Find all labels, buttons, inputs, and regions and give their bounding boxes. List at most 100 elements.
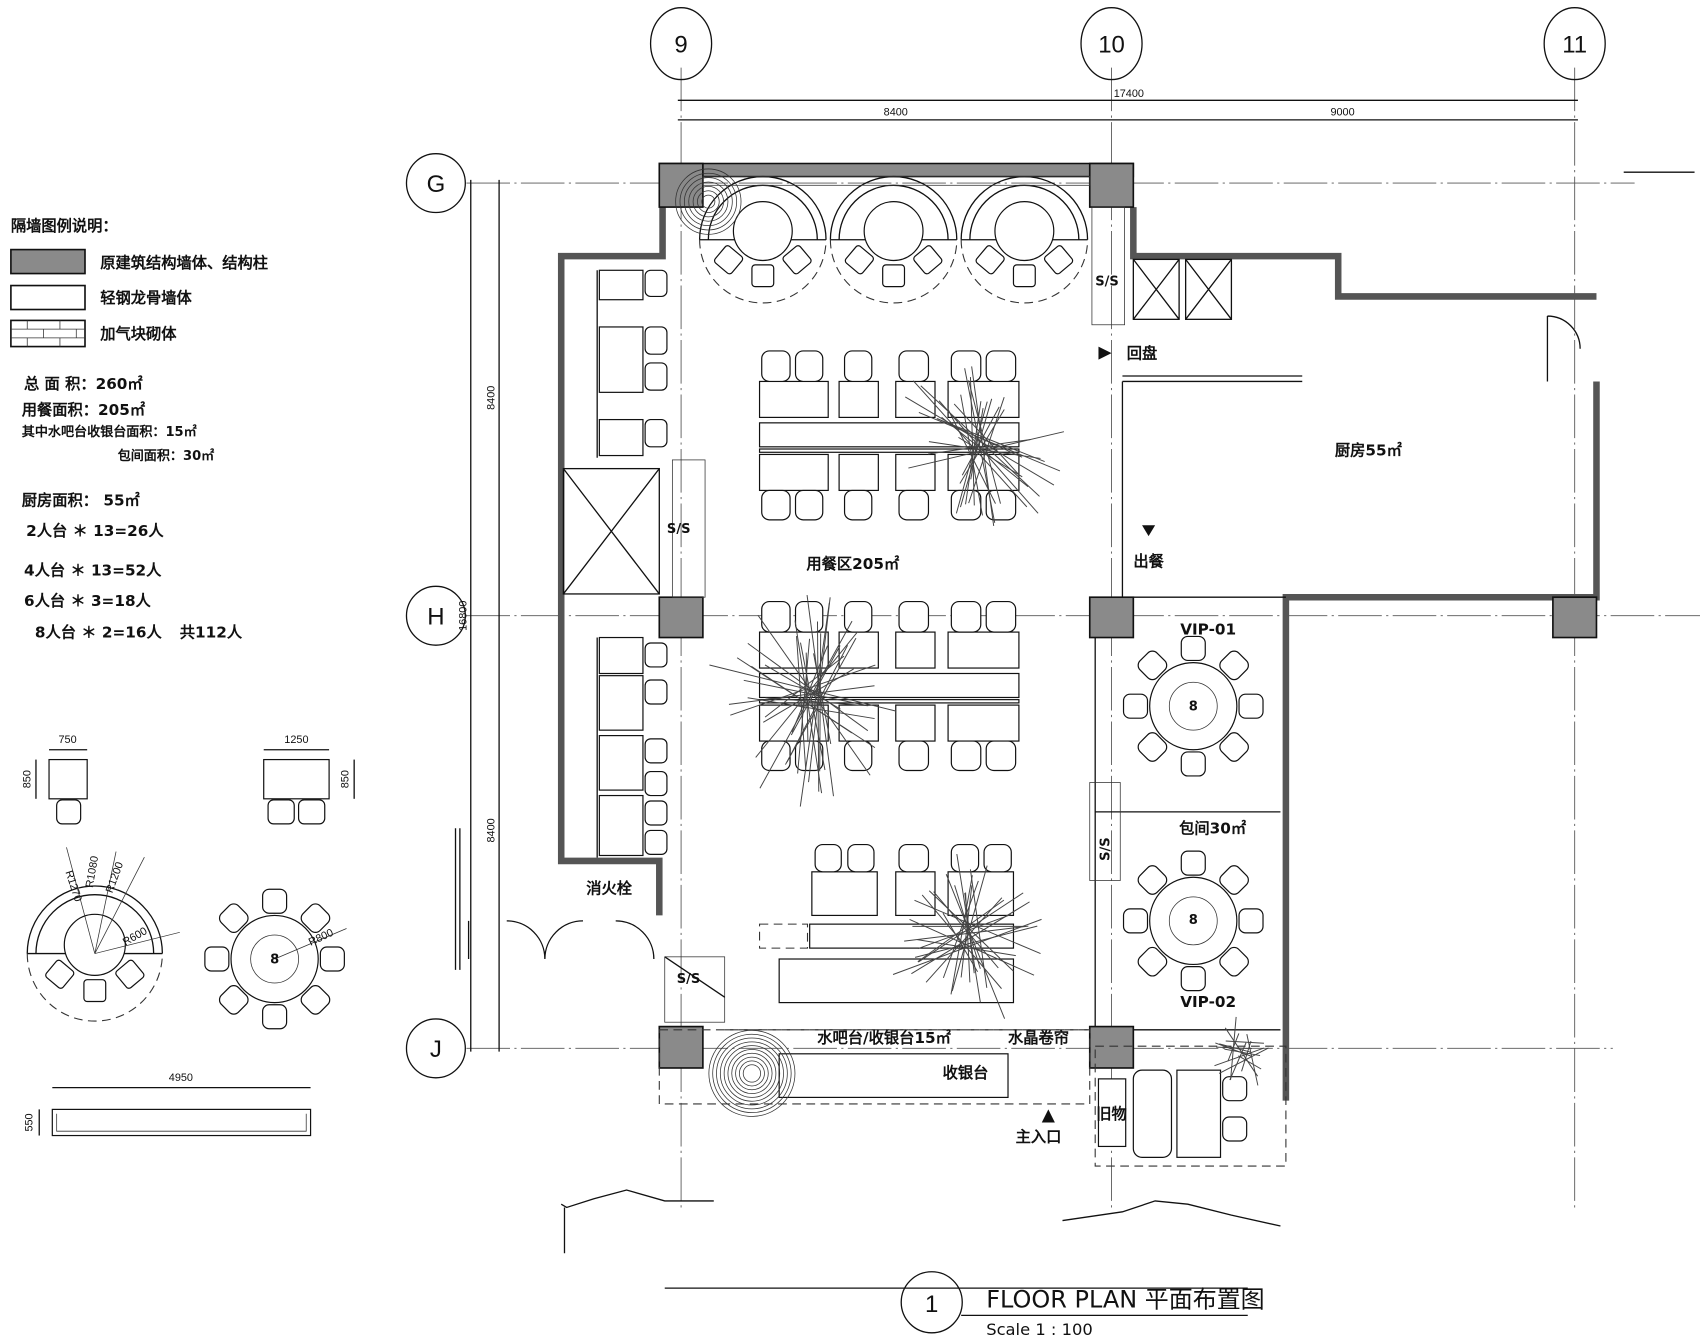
chair xyxy=(1180,850,1206,876)
foliage-stroke xyxy=(914,925,1038,958)
chair xyxy=(644,269,668,298)
seating-8: 8人台 ＊ 2=16人 xyxy=(35,624,163,642)
dining-table xyxy=(758,380,829,419)
dining-table xyxy=(895,704,936,742)
foliage-stroke xyxy=(917,899,1005,963)
armchair xyxy=(882,264,906,288)
dining-table xyxy=(895,453,936,492)
banquette-seat xyxy=(809,923,1015,949)
armchair xyxy=(115,959,145,989)
foliage-stroke xyxy=(917,939,1016,957)
chair xyxy=(950,489,982,521)
foliage-stroke xyxy=(1219,1043,1251,1053)
chair xyxy=(898,740,930,772)
booth-clearance xyxy=(26,953,163,1022)
chair xyxy=(297,799,326,825)
foliage-stroke xyxy=(790,645,841,736)
dining-table xyxy=(947,704,1020,742)
chair xyxy=(1222,1076,1248,1102)
chair xyxy=(1219,732,1249,762)
foliage-stroke xyxy=(765,697,868,707)
foliage-stroke xyxy=(1238,1055,1262,1070)
plant-ring xyxy=(679,172,738,231)
shaft-diagonal xyxy=(664,956,726,998)
sample-booth xyxy=(26,847,180,1022)
side-table xyxy=(598,418,644,457)
legend-label-block: 加气块砌体 xyxy=(99,325,177,343)
axis-label-j: J xyxy=(430,1036,442,1063)
seating-6: 6人台 ＊ 3=18人 xyxy=(24,592,152,610)
vip-02-seat-count: 8 xyxy=(1189,913,1198,928)
chair xyxy=(644,800,668,826)
long-counter xyxy=(778,958,1015,1004)
sample-booth-r600: R600 xyxy=(121,925,150,948)
booth-clearance xyxy=(699,239,827,304)
sample-two-seat-table xyxy=(48,758,88,800)
sample-double-height: 850 xyxy=(340,770,352,788)
lazy-susan xyxy=(1168,681,1218,731)
armchair xyxy=(1043,245,1074,275)
dim-left-lower: 8400 xyxy=(486,818,498,842)
chair xyxy=(1238,693,1264,719)
foliage-stroke xyxy=(933,891,999,969)
side-table xyxy=(598,326,644,393)
chair xyxy=(1180,966,1206,992)
dining-table xyxy=(758,453,829,492)
dining-table xyxy=(895,871,936,917)
foliage-stroke xyxy=(945,874,1006,1019)
dining-table xyxy=(947,631,1020,669)
plant-ring xyxy=(735,1056,769,1091)
booth-sofa-inner xyxy=(35,894,155,954)
sample-double-width: 1250 xyxy=(284,734,308,746)
drawing-scale: Scale 1 : 100 xyxy=(986,1320,1093,1335)
chair xyxy=(644,642,668,668)
area-total: 总 面 积：260㎡ xyxy=(24,375,143,393)
label-shaft: S/S xyxy=(1098,837,1113,861)
dimension-lines: 17400 8400 9000 8400 16800 8400 xyxy=(457,88,1695,1052)
foliage-stroke xyxy=(918,892,1024,963)
armchair xyxy=(913,245,943,275)
chair xyxy=(1137,732,1168,762)
structural-column xyxy=(658,1025,704,1069)
chair xyxy=(950,843,980,873)
brick-pattern xyxy=(10,320,85,347)
area-dining: 用餐面积：205㎡ xyxy=(22,401,146,419)
foliage-stroke xyxy=(908,431,1065,469)
plant-ring xyxy=(716,1037,788,1110)
shaft-top xyxy=(1091,206,1125,326)
foliage-stroke xyxy=(736,657,876,749)
label-hydrant: 消火栓 xyxy=(586,880,632,898)
chair xyxy=(56,799,82,825)
chair xyxy=(794,350,824,383)
axis-bubble-10 xyxy=(1080,7,1143,81)
foliage-stroke xyxy=(904,925,1029,942)
chair xyxy=(1180,635,1206,662)
label-storage: 旧物 xyxy=(1096,1105,1127,1123)
chair xyxy=(1137,865,1168,895)
foliage-stroke xyxy=(938,400,1039,514)
plant-ring xyxy=(697,190,720,213)
chair xyxy=(843,600,873,633)
foliage-stroke xyxy=(757,614,871,776)
seating-total: 共112人 xyxy=(180,624,243,642)
foliage-stroke xyxy=(816,621,820,792)
armchair xyxy=(713,245,744,275)
plant-ring xyxy=(688,181,729,222)
area-kitchen: 厨房面积： 55㎡ xyxy=(22,492,141,510)
foliage-stroke xyxy=(1229,1042,1247,1081)
cashier-counter xyxy=(778,1053,1009,1099)
plant-ring xyxy=(708,1030,796,1117)
foliage-stroke xyxy=(730,664,876,716)
armchair xyxy=(975,245,1005,275)
dining-table xyxy=(838,704,879,742)
walls xyxy=(454,162,1600,1167)
storage-zone-boundary xyxy=(1094,1045,1287,1167)
arrow-right-icon xyxy=(1098,346,1112,360)
sample-round-seats: 8 xyxy=(270,952,279,967)
chair xyxy=(794,489,824,521)
foliage-stroke xyxy=(799,602,830,807)
foliage-stroke xyxy=(964,892,975,974)
foliage-stroke xyxy=(953,403,1019,474)
chair xyxy=(985,350,1017,383)
